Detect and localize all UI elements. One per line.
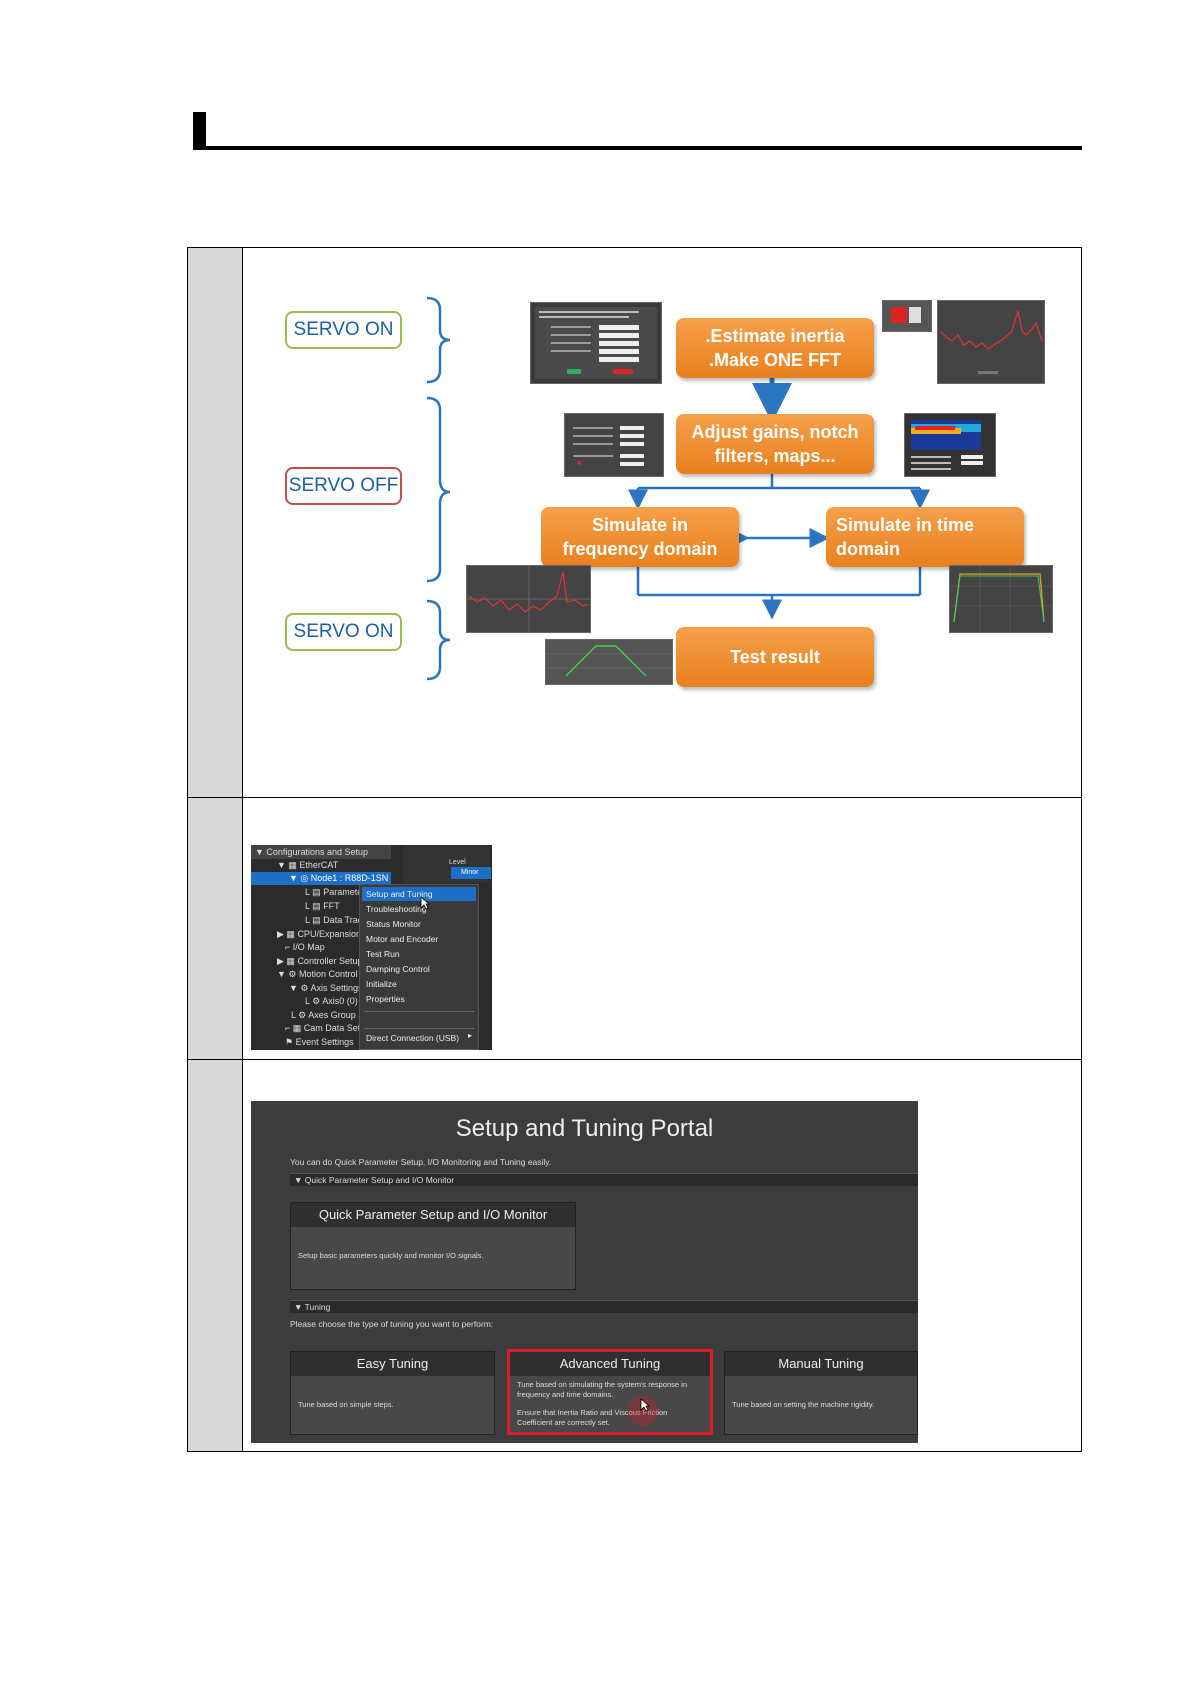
tree-configurations[interactable]: ▼ Configurations and Setup: [255, 847, 368, 857]
tree-cpu-expansion[interactable]: ▶ ▦ CPU/Expansion R: [277, 929, 370, 939]
step-column: [188, 248, 243, 1451]
simulate-frequency-box: Simulate in frequency domain: [541, 507, 739, 567]
tree-axes-group[interactable]: L ⚙ Axes Group S: [291, 1010, 365, 1020]
menu-initialize[interactable]: Initialize: [366, 979, 397, 989]
easy-tuning-desc: Tune based on simple steps.: [298, 1400, 394, 1409]
row-divider-1: [188, 797, 1081, 798]
section-header-rule: [193, 146, 1082, 150]
advanced-tuning-desc-3: Ensure that Inertia Ratio and Viscous Fr…: [517, 1408, 668, 1417]
row-divider-2: [188, 1059, 1081, 1060]
tree-label: Data Trac: [323, 915, 363, 925]
manual-tuning-desc: Tune based on setting the machine rigidi…: [732, 1400, 875, 1409]
tree-label: I/O Map: [292, 942, 325, 952]
context-menu: Setup and Tuning Troubleshooting Status …: [359, 884, 479, 1050]
tuning-choose-text: Please choose the type of tuning you wan…: [290, 1319, 494, 1329]
estimate-inertia-box: .Estimate inertia .Make ONE FFT: [676, 318, 874, 378]
tree-label: Configurations and Setup: [266, 847, 368, 857]
test-result-thumbnail: [545, 639, 673, 685]
section-header-marker: [193, 112, 206, 149]
menu-direct-connection[interactable]: Direct Connection (USB): [366, 1033, 460, 1043]
advanced-tuning-desc-4: Coefficient are correctly set.: [517, 1418, 610, 1427]
level-minor: Minor: [451, 867, 491, 879]
tree-label: Paramete: [323, 887, 363, 897]
tuning-portal-screenshot: Setup and Tuning Portal You can do Quick…: [251, 1101, 918, 1443]
tree-data-trace[interactable]: L ▤ Data Trac: [305, 915, 363, 925]
menu-properties[interactable]: Properties: [366, 994, 405, 1004]
servo-on-bottom-label: SERVO ON: [285, 613, 402, 651]
quick-parameter-card[interactable]: Quick Parameter Setup and I/O Monitor Se…: [290, 1202, 576, 1290]
tree-label: Motion Control S: [298, 969, 367, 979]
submenu-arrow-icon: ▸: [468, 1031, 473, 1040]
tree-motion-control[interactable]: ▼ ⚙ Motion Control S: [277, 969, 367, 979]
quick-parameter-card-desc: Setup basic parameters quickly and monit…: [298, 1251, 484, 1260]
mouse-cursor-icon: [420, 896, 430, 910]
flow-connectors: [426, 296, 930, 681]
tree-node1[interactable]: ▼ ◎ Node1 : R88D-1SN: [289, 873, 389, 883]
tree-label: Cam Data Setting: [303, 1023, 375, 1033]
tree-controller-setup[interactable]: ▶ ▦ Controller Setup: [277, 956, 363, 966]
tree-ethercat[interactable]: ▼ ▦ EtherCAT: [277, 860, 339, 870]
context-menu-screenshot: ▼ Configurations and Setup ▼ ▦ EtherCAT …: [251, 845, 492, 1050]
tree-axis-settings[interactable]: ▼ ⚙ Axis Settings: [289, 983, 363, 993]
map-thumbnail: [904, 413, 996, 477]
advanced-tuning-desc-2: frequency and time domains.: [517, 1390, 614, 1399]
inertia-dialog-thumbnail: [530, 302, 662, 384]
tree-label: Node1 : R88D-1SN: [310, 873, 389, 883]
portal-intro: You can do Quick Parameter Setup, I/O Mo…: [290, 1157, 552, 1167]
adjust-gains-box: Adjust gains, notch filters, maps...: [676, 414, 874, 474]
tree-label: Axis Settings: [310, 983, 363, 993]
tree-parameters[interactable]: L ▤ Paramete: [305, 887, 363, 897]
tree-label: EtherCAT: [299, 860, 339, 870]
manual-tuning-card[interactable]: Manual Tuning Tune based on setting the …: [724, 1351, 918, 1435]
easy-tuning-card[interactable]: Easy Tuning Tune based on simple steps.: [290, 1351, 495, 1435]
tree-axis0[interactable]: L ⚙ Axis0 (0): [305, 996, 358, 1006]
tree-label: Axis0 (0): [322, 996, 358, 1006]
tree-fft[interactable]: L ▤ FFT: [305, 901, 340, 911]
menu-motor-and-encoder[interactable]: Motor and Encoder: [366, 934, 439, 944]
menu-status-monitor[interactable]: Status Monitor: [366, 919, 421, 929]
brace-middle: [426, 396, 451, 583]
level-header: Level: [449, 859, 466, 866]
menu-troubleshooting[interactable]: Troubleshooting: [366, 904, 427, 914]
mouse-cursor-icon: [640, 1398, 650, 1412]
menu-damping-control[interactable]: Damping Control: [366, 964, 430, 974]
tree-io-map[interactable]: ⌐ I/O Map: [285, 942, 325, 952]
record-button-thumbnail: [882, 300, 932, 332]
fft-thumbnail: [937, 300, 1045, 384]
tree-label: CPU/Expansion R: [297, 929, 370, 939]
brace-bottom: [426, 599, 451, 681]
quick-parameter-card-title: Quick Parameter Setup and I/O Monitor: [291, 1203, 575, 1227]
time-sim-thumbnail: [949, 565, 1053, 633]
tree-label: Event Settings: [295, 1037, 354, 1047]
servo-on-top-label: SERVO ON: [285, 311, 402, 349]
menu-setup-and-tuning[interactable]: Setup and Tuning: [366, 889, 433, 899]
section-quick-setup[interactable]: ▼ Quick Parameter Setup and I/O Monitor: [290, 1173, 918, 1186]
gains-dialog-thumbnail: [564, 413, 664, 477]
tree-label: Axes Group S: [308, 1010, 365, 1020]
advanced-tuning-card[interactable]: Advanced Tuning Tune based on simulating…: [507, 1349, 713, 1435]
frequency-sim-thumbnail: [466, 565, 591, 633]
menu-test-run[interactable]: Test Run: [366, 949, 400, 959]
brace-top: [426, 296, 451, 384]
section-tuning[interactable]: ▼ Tuning: [290, 1300, 918, 1313]
tree-label: Controller Setup: [297, 956, 363, 966]
simulate-time-box: Simulate in time domain: [826, 507, 1024, 567]
portal-title: Setup and Tuning Portal: [455, 1115, 714, 1142]
tree-label: FFT: [323, 901, 340, 911]
tree-event-settings[interactable]: ⚑ Event Settings: [285, 1037, 354, 1047]
advanced-tuning-title: Advanced Tuning: [510, 1352, 710, 1376]
easy-tuning-title: Easy Tuning: [291, 1352, 494, 1376]
servo-off-label: SERVO OFF: [285, 467, 402, 505]
advanced-tuning-desc-1: Tune based on simulating the system's re…: [517, 1380, 687, 1389]
manual-tuning-title: Manual Tuning: [725, 1352, 917, 1376]
tree-cam-data[interactable]: ⌐ ▦ Cam Data Setting: [285, 1023, 375, 1033]
test-result-box: Test result: [676, 627, 874, 687]
procedure-table: [187, 247, 1082, 1452]
